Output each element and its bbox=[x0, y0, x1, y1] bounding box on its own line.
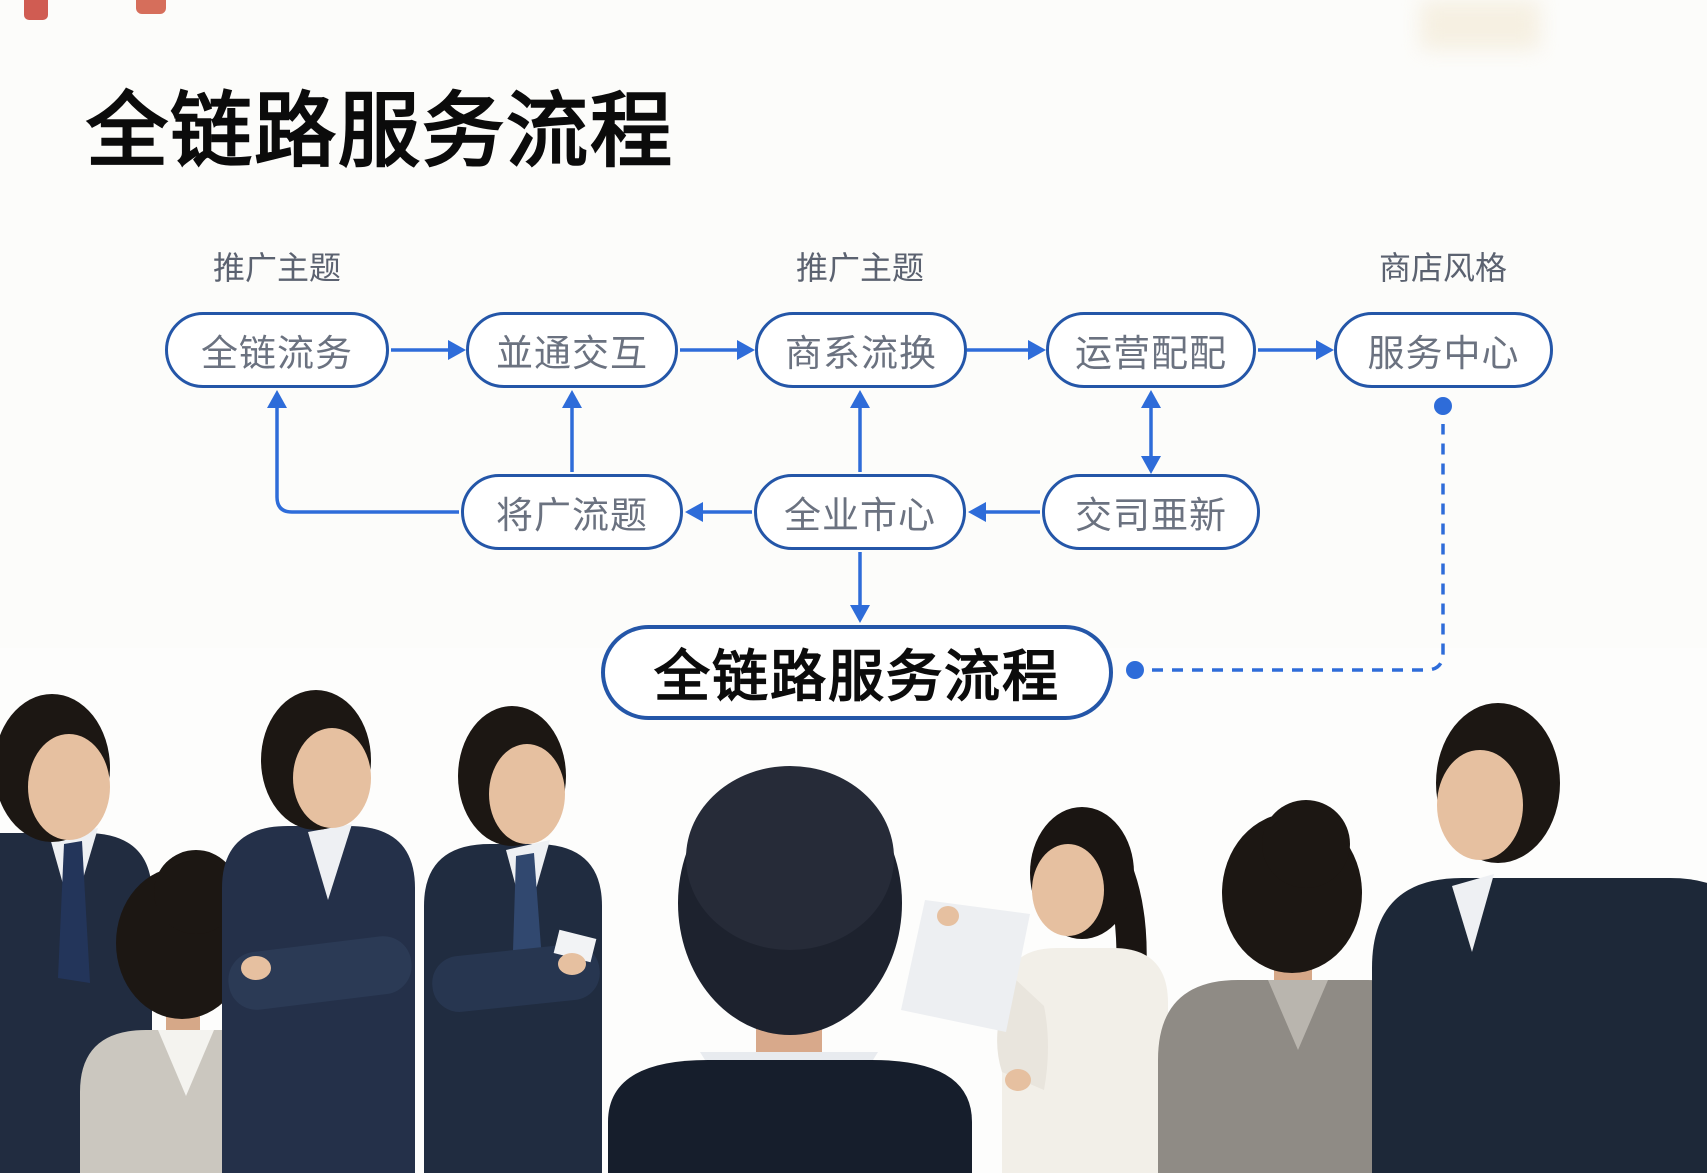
arrow-down-summary bbox=[850, 552, 870, 623]
column-label-2: 推广主题 bbox=[795, 249, 924, 287]
flow-node-summary: 全链路服务流程 bbox=[601, 625, 1113, 720]
arrow-hook-left-up bbox=[267, 390, 459, 514]
team-photo bbox=[0, 648, 1707, 1173]
arrow-left-2 bbox=[685, 502, 752, 522]
businessman-standing bbox=[222, 690, 415, 1173]
businessman-profile-right bbox=[1372, 703, 1707, 1173]
red-artifact-mark bbox=[136, 0, 166, 14]
arrow-up-2 bbox=[850, 390, 870, 472]
businessman-back-center bbox=[608, 766, 972, 1173]
page-title: 全链路服务流程 bbox=[86, 84, 675, 179]
businesswoman-holding-paper bbox=[901, 807, 1168, 1173]
arrow-up-1 bbox=[562, 390, 582, 472]
arrow-right-3 bbox=[967, 340, 1046, 360]
column-label-3: 商店风格 bbox=[1378, 249, 1507, 287]
flow-node-8: 交司亜新 bbox=[1042, 474, 1260, 550]
flow-node-3: 商系流换 bbox=[755, 312, 967, 388]
arrow-double-vertical bbox=[1141, 390, 1161, 474]
flow-node-6: 将广流题 bbox=[461, 474, 683, 550]
flow-node-7: 全业市心 bbox=[754, 474, 966, 550]
flow-node-2: 並通交互 bbox=[466, 312, 678, 388]
flow-node-1: 全链流务 bbox=[165, 312, 389, 388]
arrow-right-4 bbox=[1258, 340, 1334, 360]
flow-node-4: 运营配配 bbox=[1046, 312, 1256, 388]
arrow-left-1 bbox=[968, 502, 1040, 522]
cream-tint-patch bbox=[1420, 0, 1540, 50]
arrow-right-1 bbox=[391, 340, 466, 360]
arrow-right-2 bbox=[680, 340, 755, 360]
red-artifact-mark bbox=[24, 0, 48, 20]
column-label-1: 推广主题 bbox=[212, 249, 341, 287]
flow-node-5: 服务中心 bbox=[1334, 312, 1553, 388]
businessman-holding-card bbox=[424, 706, 602, 1173]
